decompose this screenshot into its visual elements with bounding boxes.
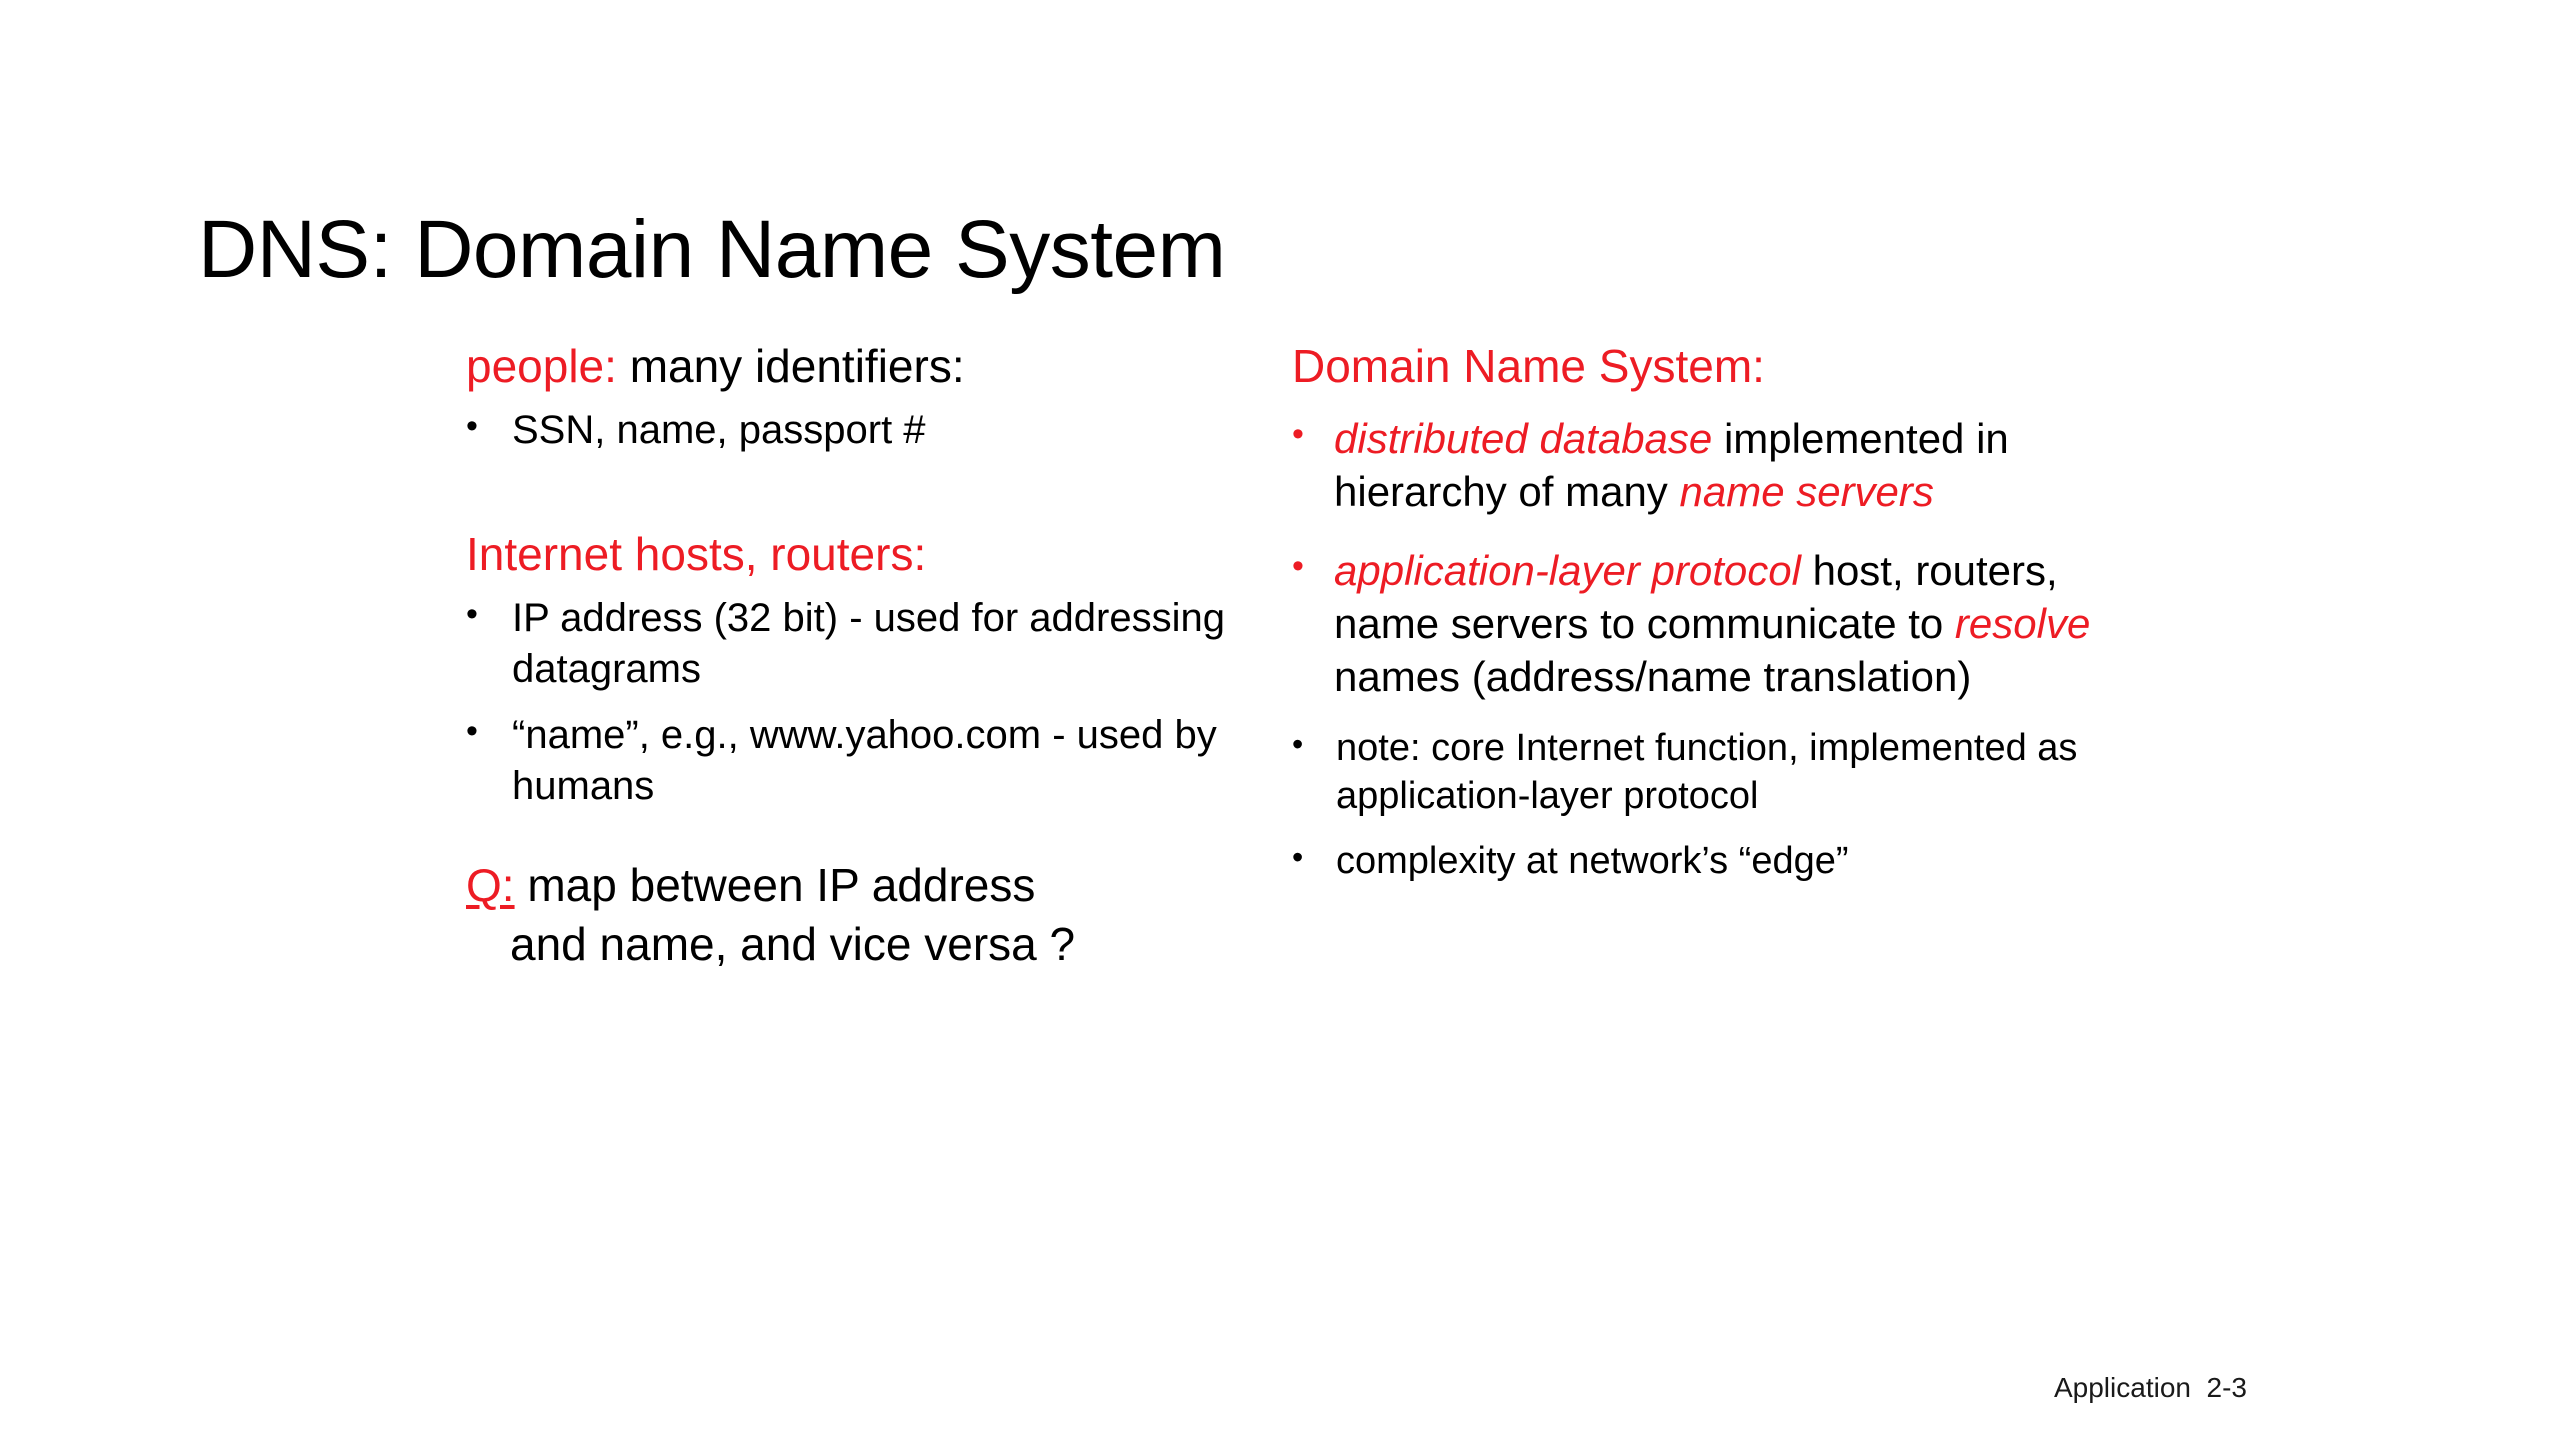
bullet-dot-icon: •: [466, 711, 478, 750]
bullet-text-plain: implemented in hierarchy of many: [1334, 415, 2009, 515]
spacer: [466, 812, 1256, 856]
emphasis-distributed-database: distributed database: [1334, 415, 1713, 463]
hosts-bullet-list: • IP address (32 bit) - used for address…: [466, 593, 1256, 812]
bullet-text-plain-2: names (address/name translation): [1334, 652, 1972, 700]
dns-heading: Domain Name System:: [1292, 340, 1765, 392]
list-item: • distributed database implemented in hi…: [1292, 413, 2122, 519]
question-label: Q:: [466, 859, 515, 911]
people-bullet-list: • SSN, name, passport #: [466, 405, 1256, 456]
bullet-text-plain: host, routers, name servers to communica…: [1334, 546, 2058, 647]
people-heading: people: many identifiers:: [466, 338, 1256, 395]
list-item: • note: core Internet function, implemen…: [1292, 724, 2122, 821]
emphasis-application-layer-protocol: application-layer protocol: [1334, 546, 1801, 594]
dns-bullet-list: • distributed database implemented in hi…: [1292, 413, 2122, 704]
hosts-heading: Internet hosts, routers:: [466, 528, 927, 581]
right-content-column: Domain Name System: • distributed databa…: [1292, 338, 2122, 885]
emphasis-resolve: resolve: [1954, 599, 2091, 647]
list-item-label: application-layer protocol host, routers…: [1334, 545, 2122, 704]
left-content-column: people: many identifiers: • SSN, name, p…: [466, 338, 1256, 974]
slide-footer: Application 2-3: [2053, 1372, 2247, 1403]
people-heading-accent: people:: [466, 340, 617, 392]
list-item: • application-layer protocol host, route…: [1292, 545, 2122, 704]
spacer: [466, 456, 1256, 526]
question-text-1: map between IP address: [514, 859, 1036, 911]
list-item-label: note: core Internet function, implemente…: [1336, 726, 2078, 818]
list-item-label: complexity at network’s “edge”: [1336, 839, 1849, 882]
bullet-dot-icon: •: [1292, 838, 1304, 875]
bullet-dot-icon: •: [1292, 725, 1304, 762]
dns-sub-bullet-list: • note: core Internet function, implemen…: [1292, 724, 2122, 886]
bullet-dot-icon: •: [466, 407, 478, 446]
bullet-dot-icon: •: [466, 595, 478, 634]
list-item-label: IP address (32 bit) - used for addressin…: [512, 596, 1225, 692]
list-item-label: distributed database implemented in hier…: [1334, 413, 2122, 519]
list-item: • “name”, e.g., www.yahoo.com - used by …: [466, 710, 1256, 812]
list-item: • complexity at network’s “edge”: [1292, 837, 2122, 886]
bullet-dot-red-icon: •: [1292, 415, 1304, 454]
bullet-dot-red-icon: •: [1292, 546, 1304, 585]
question-line-1: Q: map between IP address: [466, 856, 1256, 915]
list-item-label: SSN, name, passport #: [512, 408, 926, 453]
emphasis-name-servers: name servers: [1679, 467, 1934, 515]
list-item: • SSN, name, passport #: [466, 405, 1256, 456]
page-title: DNS: Domain Name System: [198, 203, 1226, 295]
question-text-2: and name, and vice versa ?: [510, 917, 1076, 970]
list-item-label: “name”, e.g., www.yahoo.com - used by hu…: [512, 712, 1217, 808]
people-heading-rest: many identifiers:: [616, 340, 965, 392]
list-item: • IP address (32 bit) - used for address…: [466, 593, 1256, 695]
